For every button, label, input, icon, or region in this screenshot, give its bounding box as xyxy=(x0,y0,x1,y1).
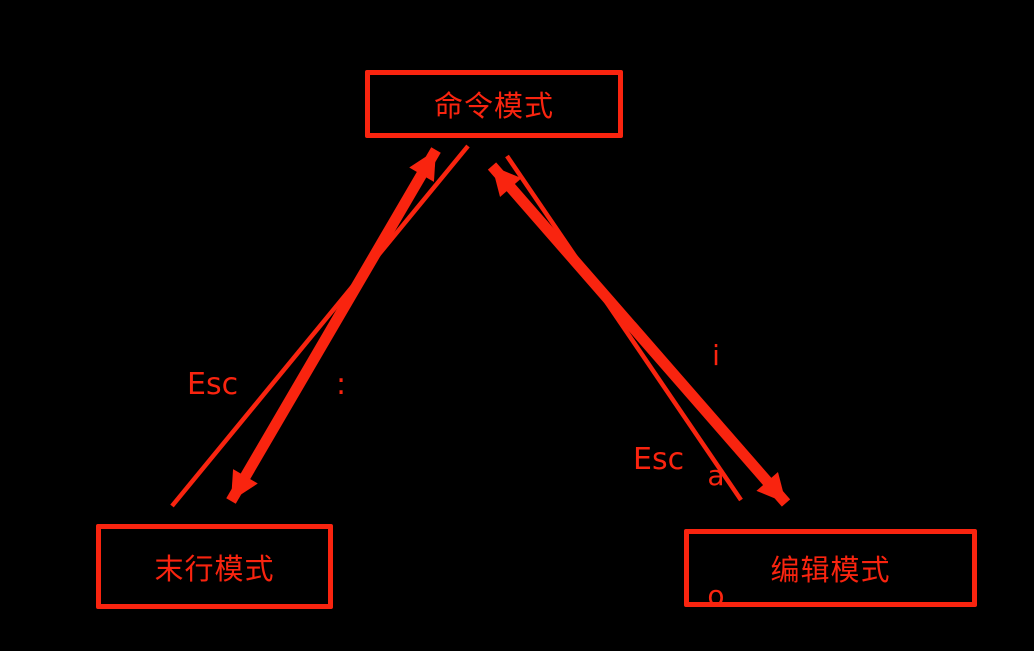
arrow-lastline-command-double xyxy=(226,147,441,504)
node-command-mode-label: 命令模式 xyxy=(433,89,554,123)
node-command-mode: 命令模式 xyxy=(365,70,623,138)
node-lastline-mode: 末行模式 xyxy=(96,524,333,609)
node-lastline-mode-label: 末行模式 xyxy=(154,551,275,586)
arrow-command-edit-double xyxy=(487,162,791,507)
label-key-o: o xyxy=(707,579,725,612)
label-colon-command-to-lastline: : xyxy=(336,367,347,402)
label-esc-edit-to-command: Esc xyxy=(633,442,685,477)
line-lastline-command-thin xyxy=(170,144,470,508)
node-edit-mode-label: 编辑模式 xyxy=(770,553,891,587)
label-key-i: i xyxy=(712,339,720,372)
label-esc-lastline-to-command: Esc xyxy=(187,367,239,402)
node-edit-mode: 编辑模式 xyxy=(684,529,977,607)
label-key-a: a xyxy=(707,459,725,492)
label-iao-command-to-edit: i a o xyxy=(698,256,734,651)
